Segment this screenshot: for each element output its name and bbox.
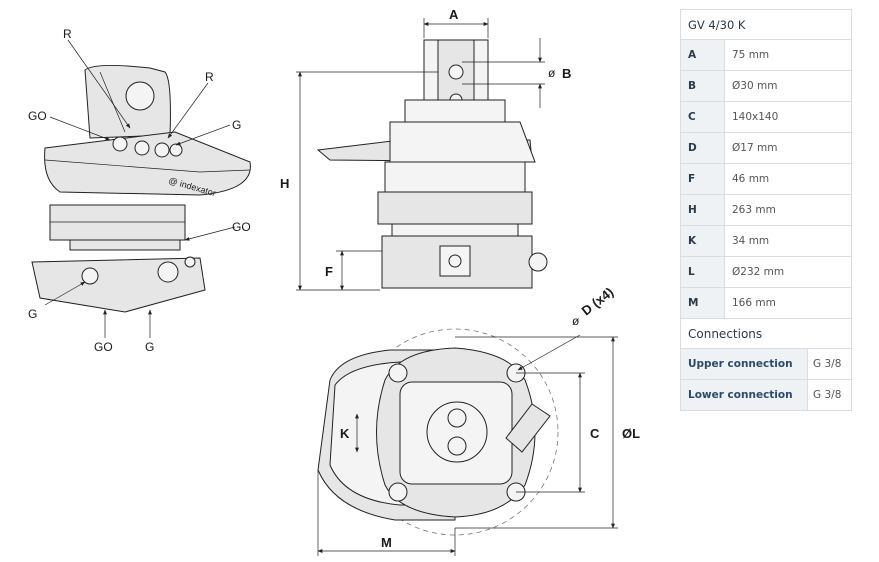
spec-value: Ø30 mm xyxy=(724,70,852,102)
connection-key: Lower connection xyxy=(680,379,808,411)
spec-value: 34 mm xyxy=(724,225,852,257)
dim-f: F xyxy=(325,264,333,279)
connection-key: Upper connection xyxy=(680,348,808,380)
dim-l: ØL xyxy=(622,426,640,441)
dim-b-diameter-symbol: ø xyxy=(548,66,556,80)
dim-a: A xyxy=(449,7,459,22)
label-go-lower: GO xyxy=(94,340,113,354)
spec-key: M xyxy=(680,287,725,319)
connections-title: Connections xyxy=(680,318,852,349)
spec-value: 140x140 xyxy=(724,101,852,133)
connection-value: G 3/8 xyxy=(807,379,852,411)
spec-key: L xyxy=(680,256,725,288)
label-r-left: R xyxy=(63,27,72,41)
spec-value: 46 mm xyxy=(724,163,852,195)
spec-value: 263 mm xyxy=(724,194,852,226)
spec-value: Ø17 mm xyxy=(724,132,852,164)
dim-k: K xyxy=(340,426,350,441)
spec-key: K xyxy=(680,225,725,257)
label-g-lower-left: G xyxy=(28,307,37,321)
spec-value: 166 mm xyxy=(724,287,852,319)
label-go-middle: GO xyxy=(232,220,251,234)
dim-b: B xyxy=(562,66,571,81)
spec-key: B xyxy=(680,70,725,102)
dim-d: D (x4) xyxy=(579,284,617,318)
spec-value: 75 mm xyxy=(724,39,852,71)
technical-drawing: @ indexator R R GO G GO G GO G xyxy=(28,7,640,556)
specifications-title: GV 4/30 K xyxy=(680,9,852,40)
dim-m: M xyxy=(381,535,392,550)
dim-h: H xyxy=(280,176,289,191)
spec-key: F xyxy=(680,163,725,195)
label-g-upper: G xyxy=(232,118,241,132)
label-g-lower: G xyxy=(145,340,154,354)
dim-c: C xyxy=(590,426,600,441)
spec-key: C xyxy=(680,101,725,133)
label-r-right: R xyxy=(205,70,214,84)
label-go-upper: GO xyxy=(28,109,47,123)
spec-key: H xyxy=(680,194,725,226)
spec-value: Ø232 mm xyxy=(724,256,852,288)
spec-key: A xyxy=(680,39,725,71)
top-view: ø D (x4) C ØL K M xyxy=(317,284,640,556)
dim-d-diameter-symbol: ø xyxy=(572,314,580,328)
isometric-rotator-view: @ indexator R R GO G GO G GO G xyxy=(28,27,251,354)
connection-value: G 3/8 xyxy=(807,348,852,380)
side-view: A ø B H F xyxy=(280,7,571,291)
spec-key: D xyxy=(680,132,725,164)
